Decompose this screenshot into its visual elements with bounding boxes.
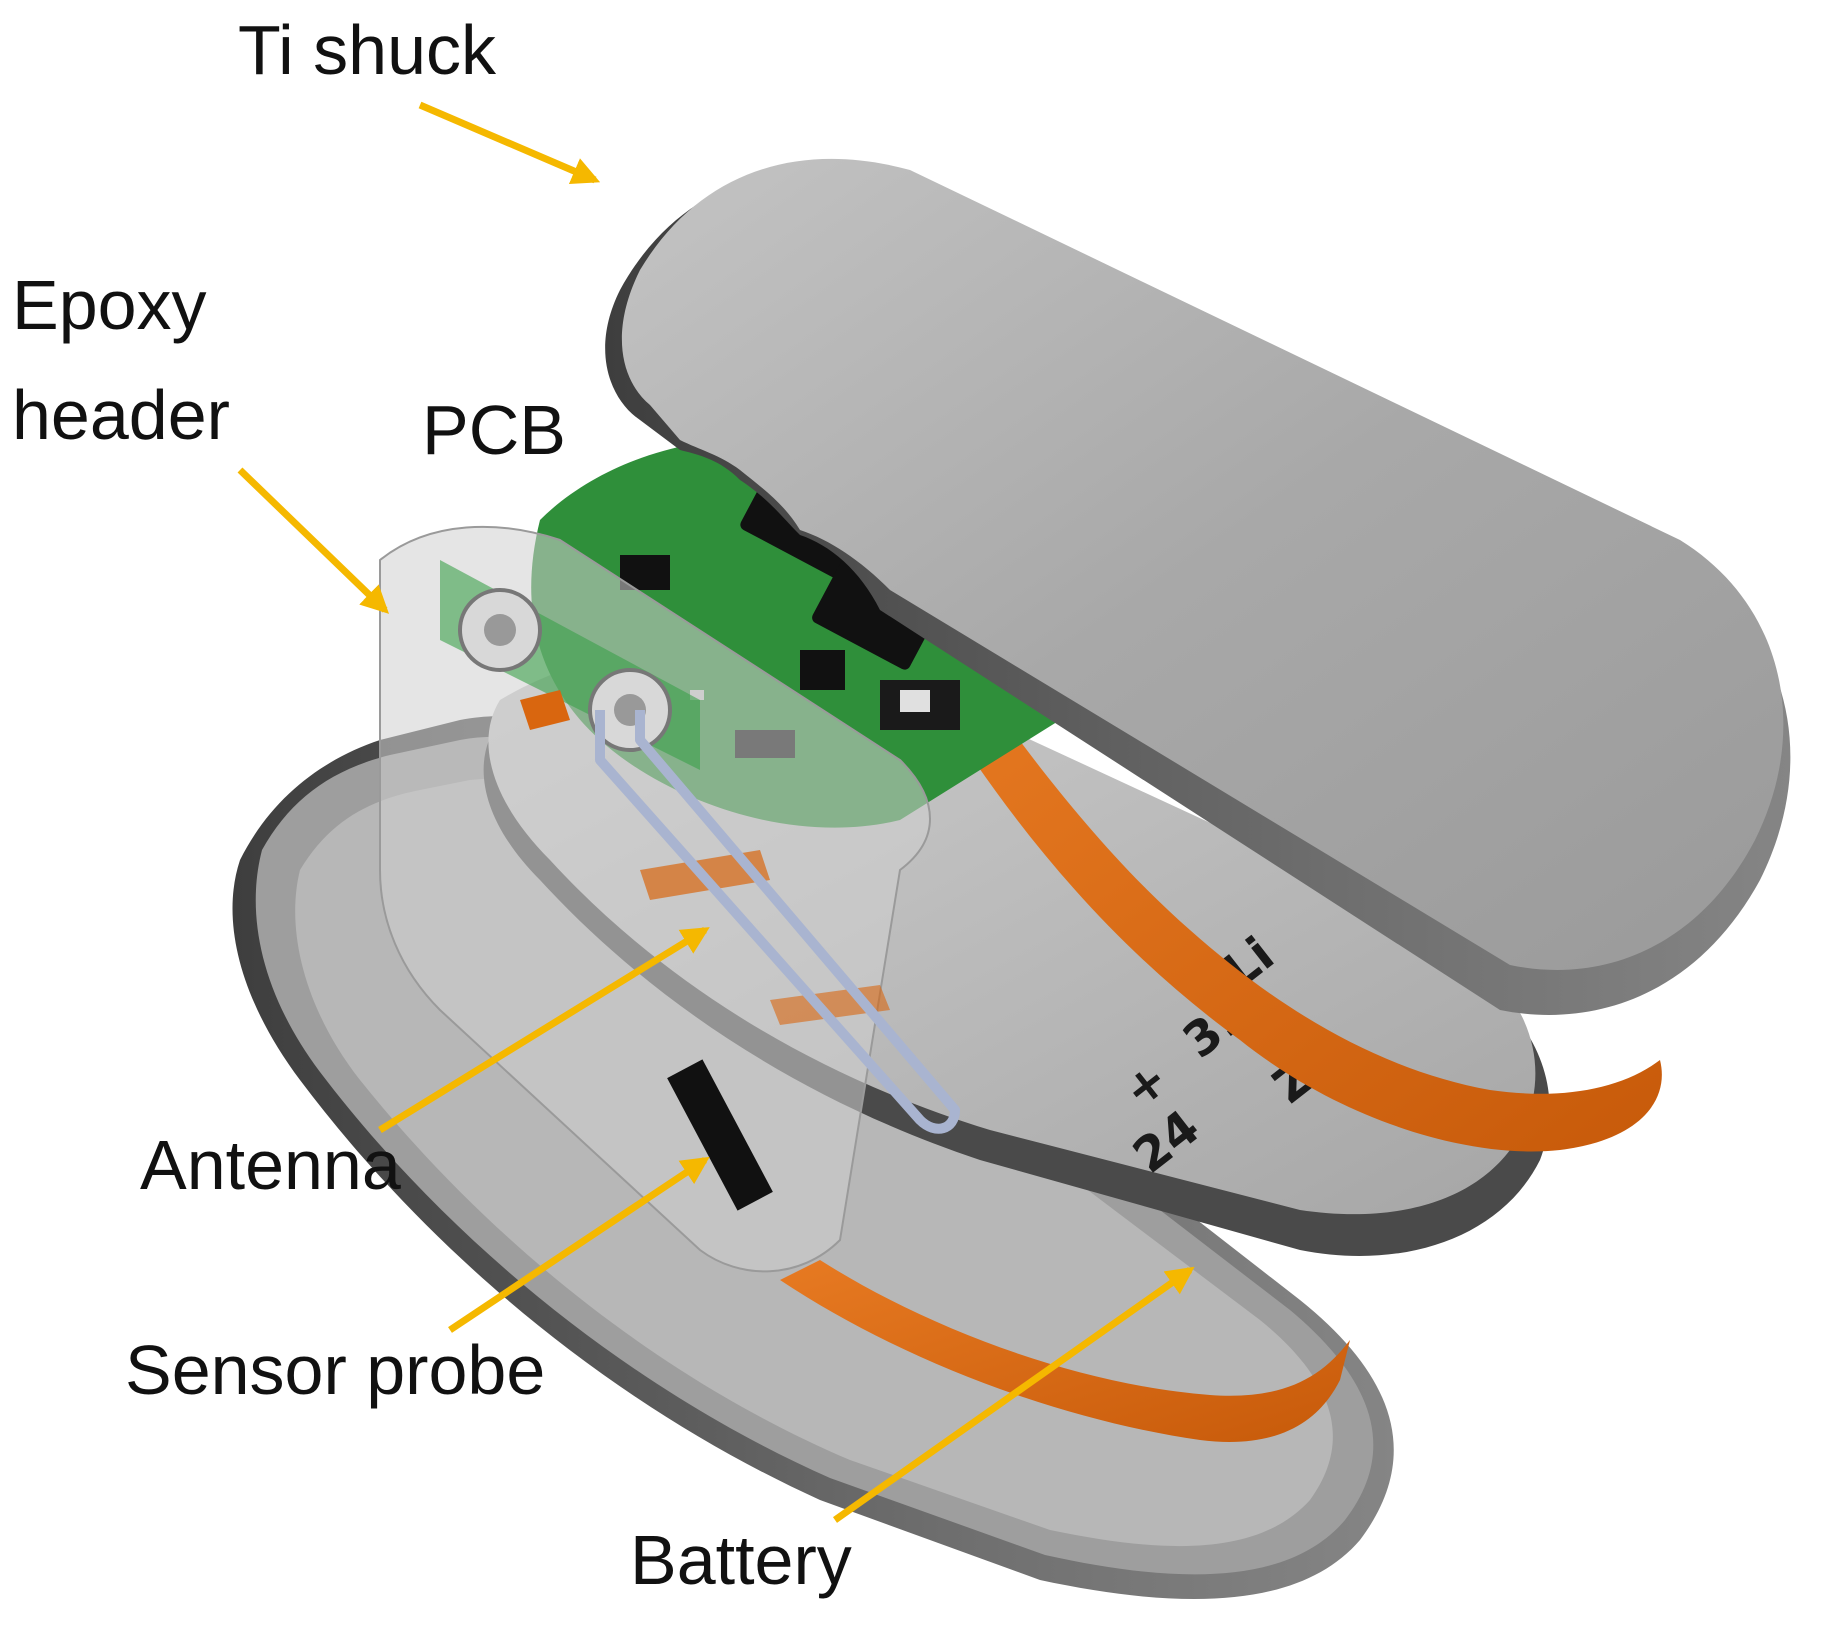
copper-band-upper <box>960 640 1662 1152</box>
antenna-loop <box>595 710 960 1134</box>
label-epoxy-line1: Epoxy <box>12 266 207 344</box>
label-ti-shuck: Ti shuck <box>238 11 497 89</box>
label-antenna: Antenna <box>140 1126 401 1204</box>
arrow-battery <box>832 1266 1195 1523</box>
arrow-antenna <box>378 927 710 1133</box>
epoxy-header <box>379 525 931 1273</box>
sensor-probe <box>667 1059 773 1211</box>
arrow-epoxy-header <box>237 467 390 614</box>
label-battery: Battery <box>630 1521 852 1599</box>
arrow-ti-shuck <box>418 101 601 185</box>
label-pcb: PCB <box>422 391 566 469</box>
ti-shuck <box>605 158 1791 1015</box>
copper-band-lower <box>780 1260 1350 1442</box>
label-sensor-probe: Sensor probe <box>125 1331 546 1409</box>
label-epoxy-line2: header <box>12 376 230 454</box>
arrow-sensor-probe <box>448 1156 710 1333</box>
